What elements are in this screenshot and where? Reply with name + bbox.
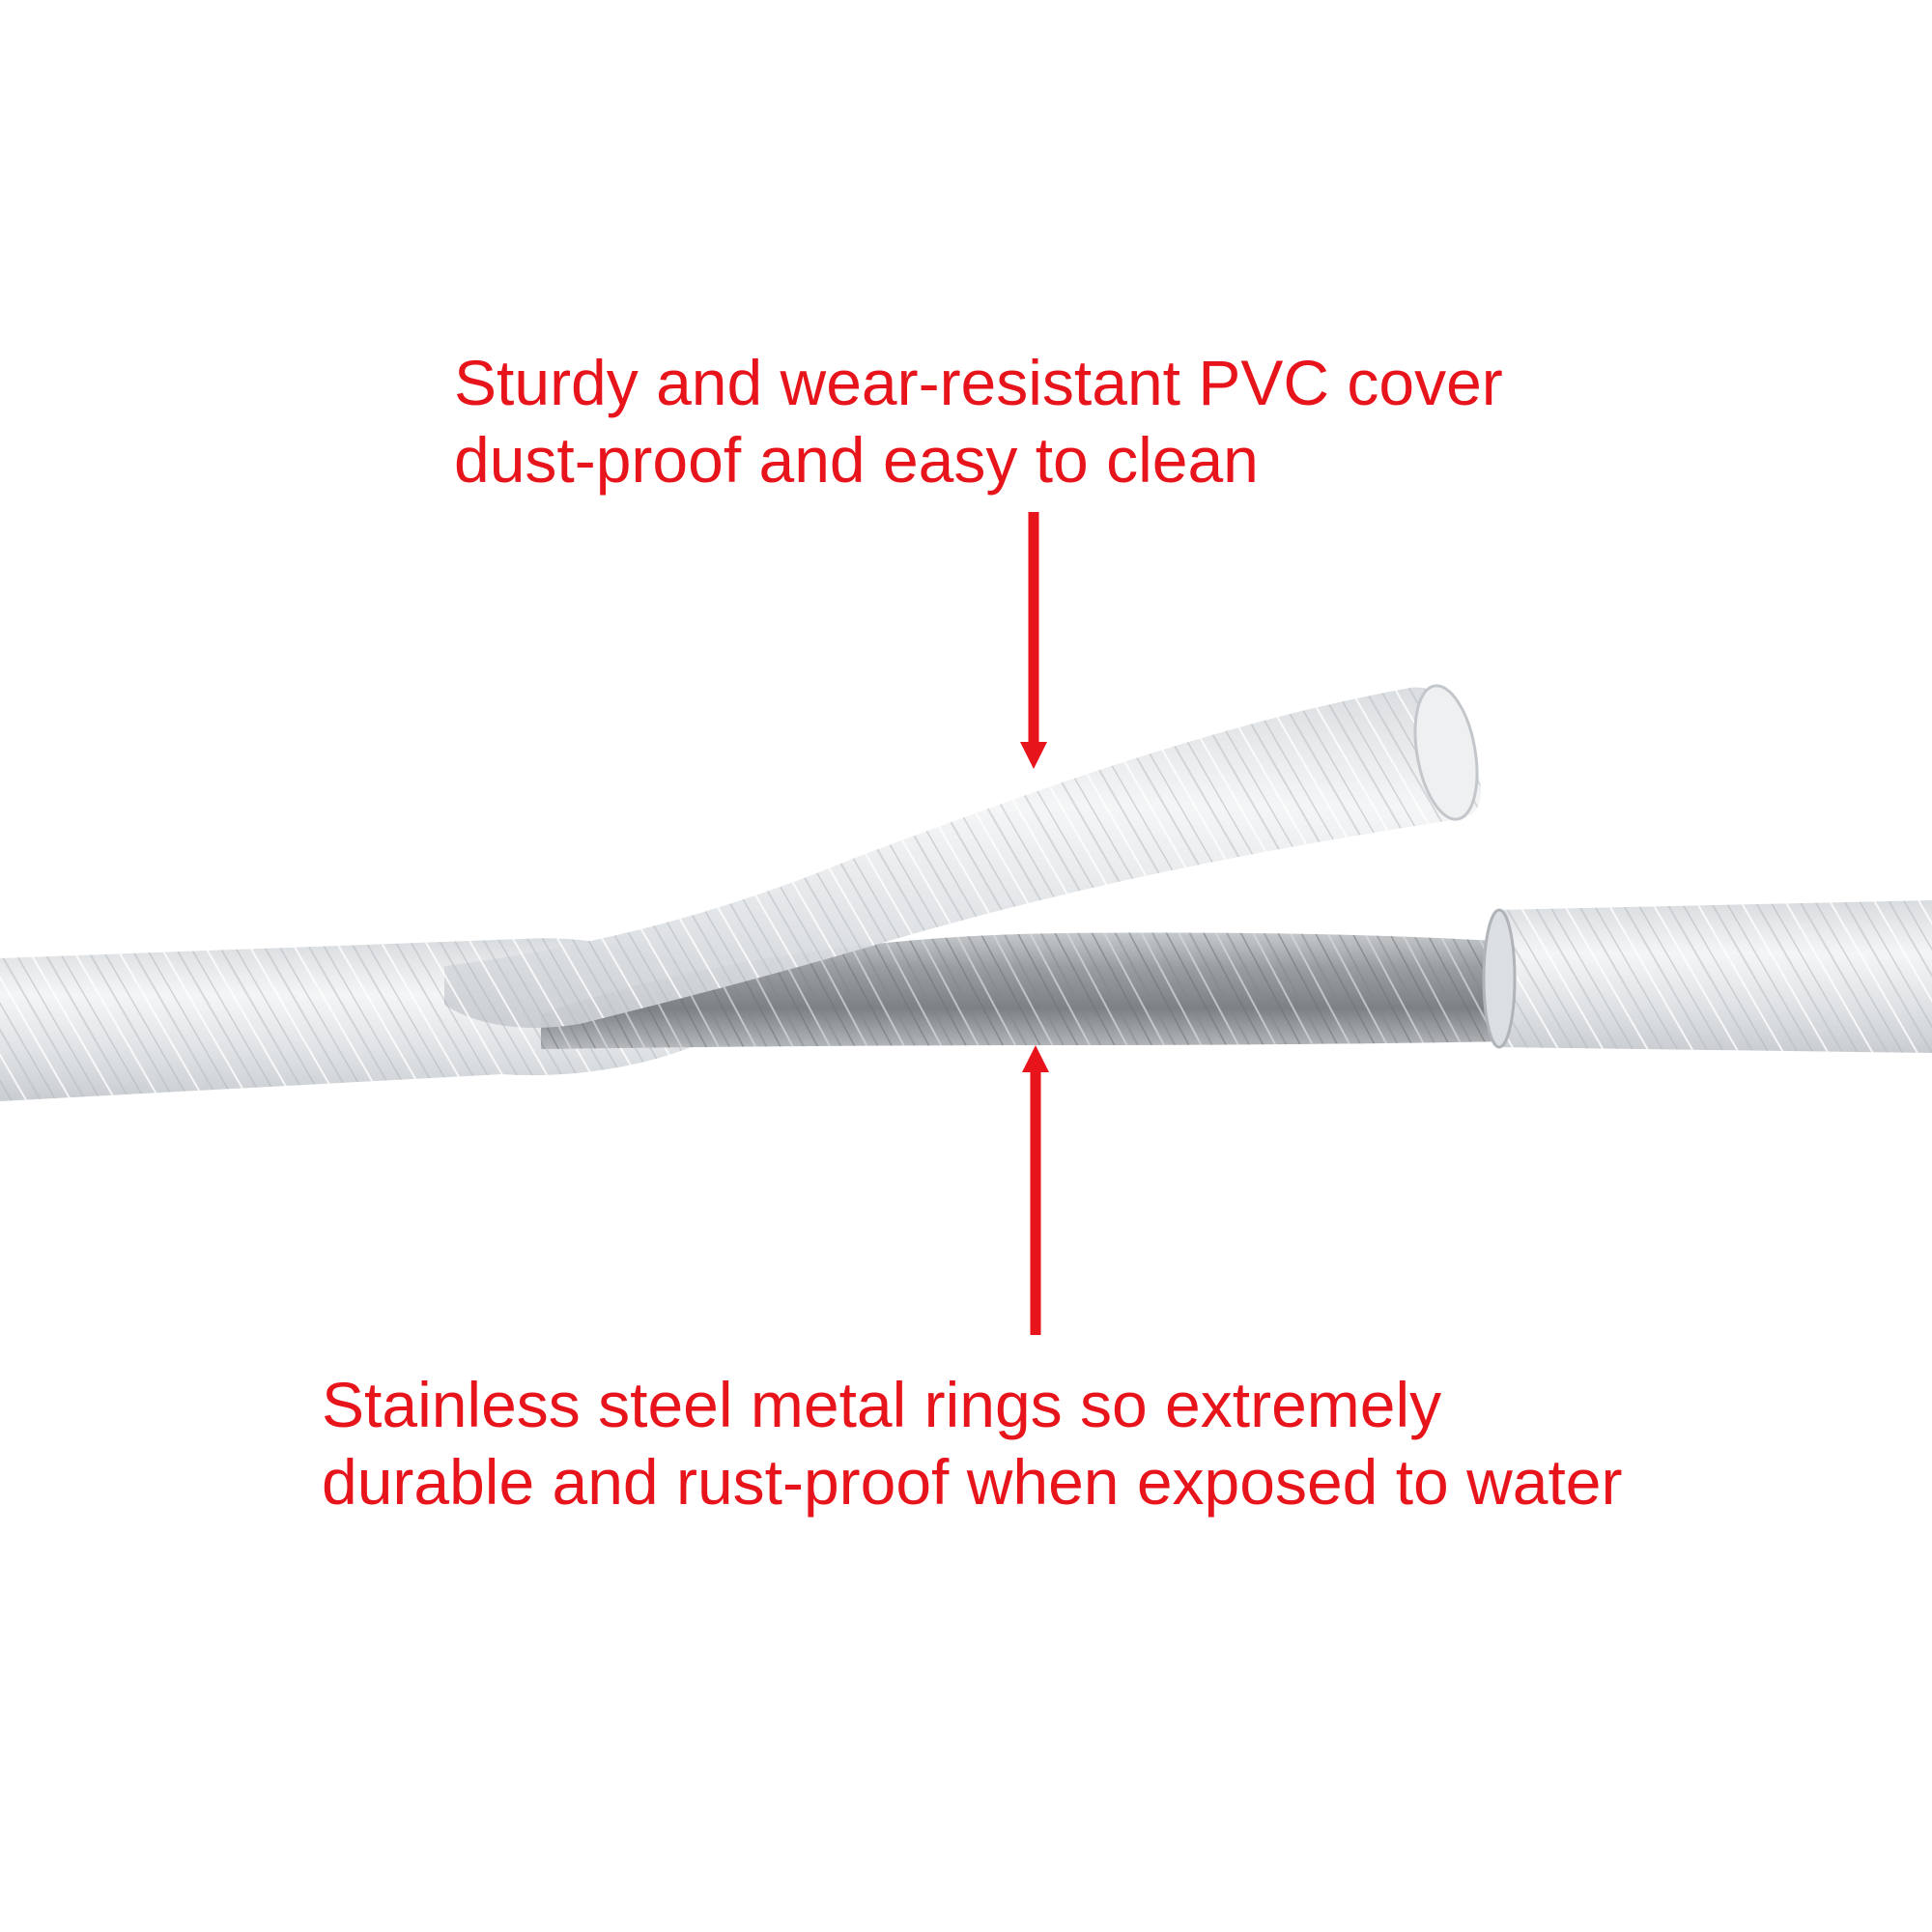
pvc-callout-line-2: dust-proof and easy to clean <box>454 424 1259 496</box>
arrow-down-pvc <box>1020 512 1047 769</box>
steel-callout-line-1: Stainless steel metal rings so extremely <box>322 1369 1442 1440</box>
peeled-pvc-sleeve <box>444 684 1482 1028</box>
right-pvc-cable <box>1482 900 1932 1053</box>
pvc-callout-line-1: Sturdy and wear-resistant PVC cover <box>454 347 1503 418</box>
steel-callout-line-2: durable and rust-proof when exposed to w… <box>322 1446 1623 1518</box>
pvc-cover-callout: Sturdy and wear-resistant PVC cover dust… <box>454 344 1503 498</box>
steel-core-callout: Stainless steel metal rings so extremely… <box>322 1366 1623 1520</box>
arrow-up-steel <box>1022 1045 1049 1335</box>
